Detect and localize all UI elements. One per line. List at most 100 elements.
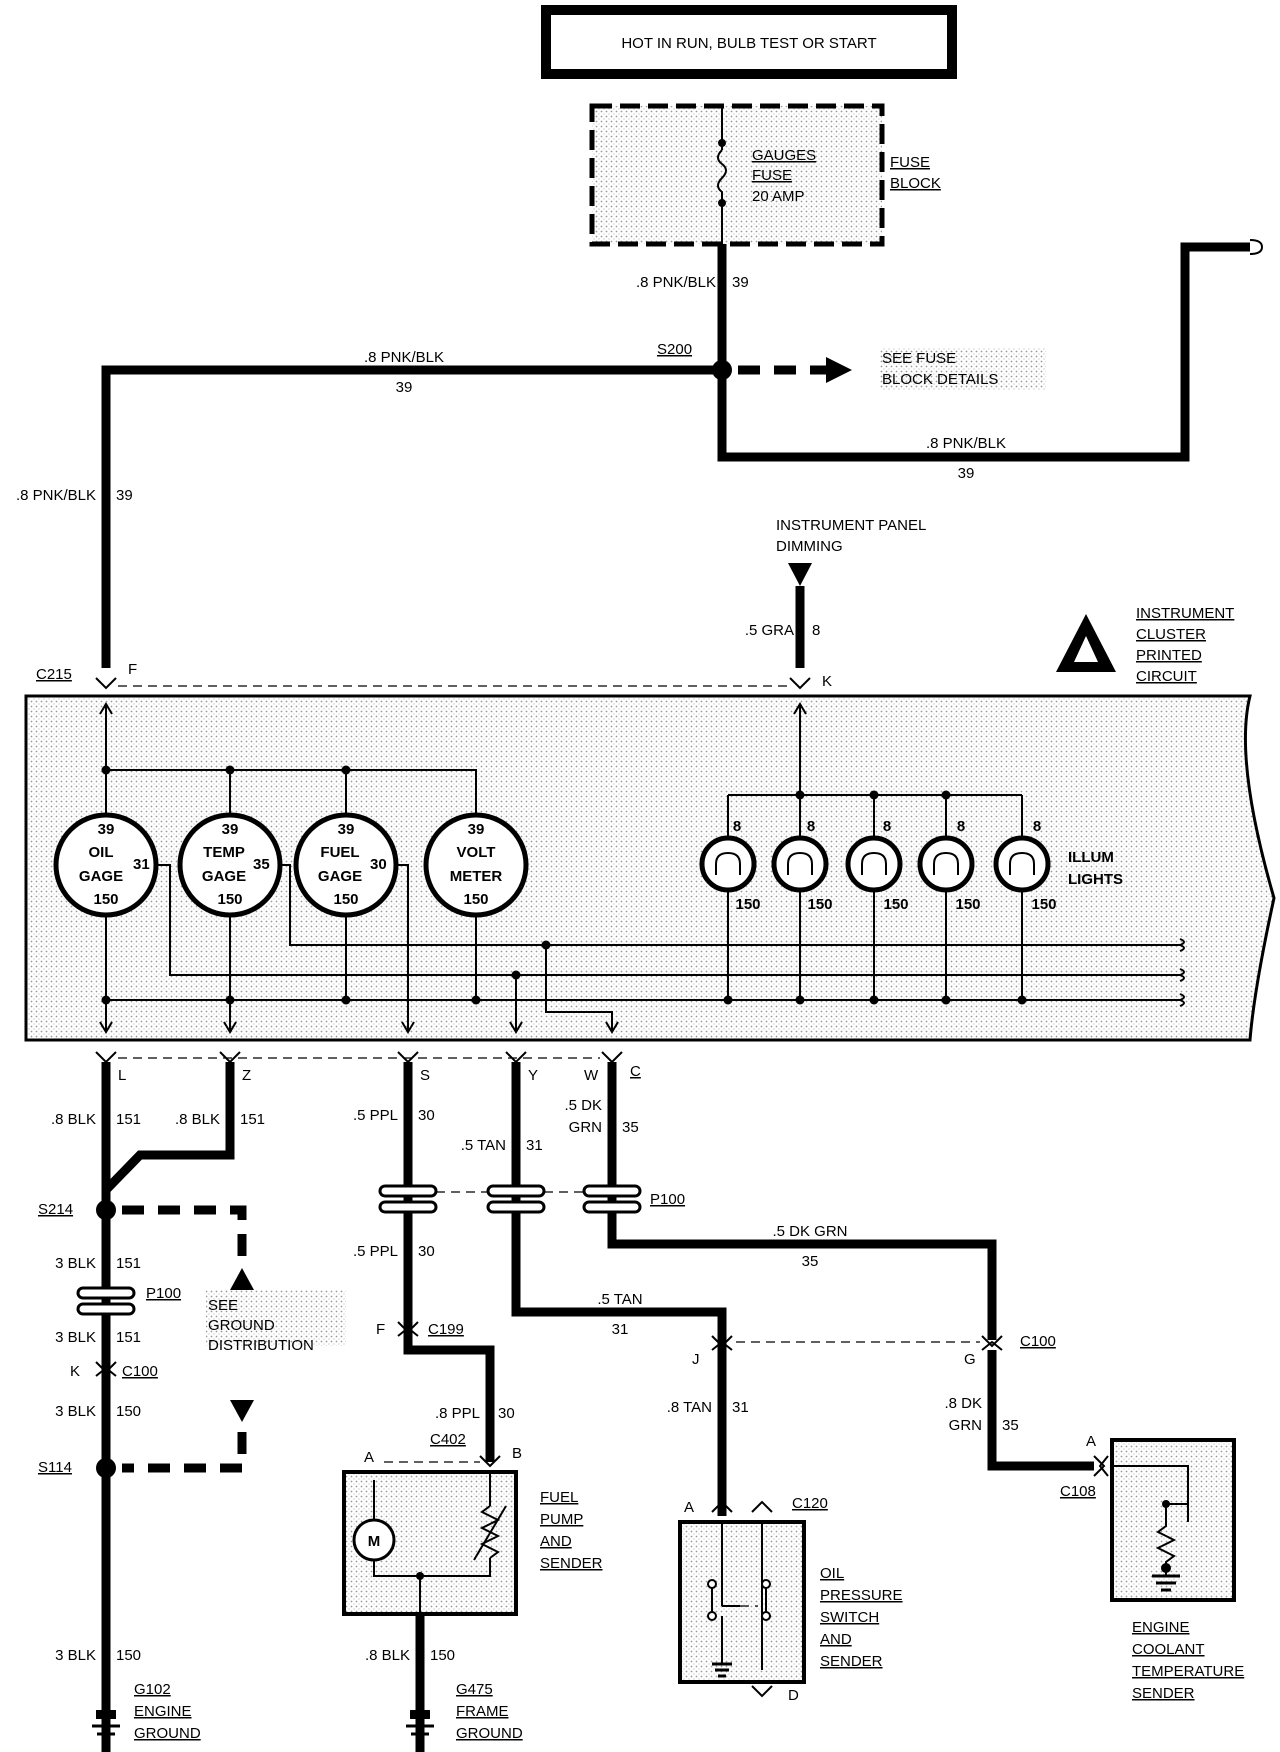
oil-pressure-switch bbox=[678, 1520, 806, 1684]
pin-y: Y bbox=[528, 1067, 538, 1084]
illum-lights-label-2: LIGHTS bbox=[1068, 871, 1123, 888]
c100-pin-k: K bbox=[70, 1363, 80, 1380]
svg-text:39: 39 bbox=[468, 821, 485, 838]
circuit-31-b: 31 bbox=[612, 1321, 629, 1338]
wire-tan-31-b: .5 TAN bbox=[597, 1291, 642, 1308]
oil-switch-label-3: SWITCH bbox=[820, 1609, 879, 1626]
wire-ppl-30-b: .5 PPL bbox=[353, 1243, 398, 1260]
circuit-39-fuse: 39 bbox=[732, 274, 749, 291]
splice-s114 bbox=[96, 1458, 116, 1478]
illum-lamp-4: 8 150 bbox=[917, 818, 981, 1000]
svg-text:39: 39 bbox=[338, 821, 355, 838]
wire-dk-grn-35-line2: GRN bbox=[569, 1119, 602, 1136]
esd-warning: INSTRUMENT CLUSTER PRINTED CIRCUIT bbox=[1056, 605, 1234, 685]
bulb-icon bbox=[861, 851, 887, 875]
svg-text:150: 150 bbox=[463, 891, 488, 908]
c100-right-label: C100 bbox=[1020, 1333, 1056, 1350]
motor-icon bbox=[352, 1518, 396, 1562]
wire-dk-grn-35-line1: .5 DK bbox=[564, 1097, 602, 1114]
p100-right-label: P100 bbox=[650, 1191, 685, 1208]
bulb-icon bbox=[1009, 851, 1035, 875]
dimming-label-2: DIMMING bbox=[776, 538, 843, 555]
g475-label-2: FRAME bbox=[456, 1703, 509, 1720]
fuse-block-label-1: FUSE bbox=[890, 154, 930, 171]
circuit-150-fuel: 150 bbox=[430, 1647, 455, 1664]
wire-tan-31-a: .5 TAN bbox=[461, 1137, 506, 1154]
wire-3blk-150-b: 3 BLK bbox=[55, 1647, 96, 1664]
arrow-right-icon bbox=[826, 357, 852, 383]
arrow-up-icon bbox=[230, 1268, 254, 1290]
wire-3blk-151-a: 3 BLK bbox=[55, 1255, 96, 1272]
wire-ppl-30-a: .5 PPL bbox=[353, 1107, 398, 1124]
ect-label-4: SENDER bbox=[1132, 1685, 1195, 1702]
ground-g475: G475 FRAME GROUND bbox=[406, 1681, 523, 1744]
cluster-bottom-connector: L Z S Y W C bbox=[95, 1051, 641, 1084]
c199-pin-f: F bbox=[376, 1321, 385, 1338]
cluster-title-1: INSTRUMENT bbox=[1136, 605, 1234, 622]
circuit-150-b: 150 bbox=[116, 1647, 141, 1664]
svg-text:8: 8 bbox=[957, 818, 965, 835]
illum-lamp-1: 8 150 bbox=[699, 818, 761, 1000]
c402-pin-b: B bbox=[512, 1445, 522, 1462]
svg-text:150: 150 bbox=[883, 896, 908, 913]
svg-text:8: 8 bbox=[883, 818, 891, 835]
cluster-title-4: CIRCUIT bbox=[1136, 668, 1197, 685]
svg-text:150: 150 bbox=[217, 891, 242, 908]
oil-switch-label-1: OIL bbox=[820, 1565, 844, 1582]
pin-w: W bbox=[584, 1067, 599, 1084]
svg-text:150: 150 bbox=[1031, 896, 1056, 913]
wire-3blk-150-a: 3 BLK bbox=[55, 1403, 96, 1420]
connector-c215-label: C215 bbox=[36, 666, 72, 683]
power-source-header: HOT IN RUN, BULB TEST OR START bbox=[541, 5, 957, 79]
connector-p100-left: P100 bbox=[76, 1285, 181, 1316]
fuse-block-details-note-2: BLOCK DETAILS bbox=[882, 371, 998, 388]
cluster-title-2: CLUSTER bbox=[1136, 626, 1206, 643]
wire-pnk-blk-right: .8 PNK/BLK bbox=[926, 435, 1006, 452]
connector-p100-ect: P100 bbox=[582, 1184, 685, 1214]
arrow-down-icon bbox=[788, 563, 812, 586]
fuel-sender-circuit: .5 PPL 30 .5 PPL 30 F C199 .8 PPL 30 C40… bbox=[342, 1062, 603, 1752]
c120-pin-a: A bbox=[684, 1499, 694, 1516]
wire-dk-grn-35-b: .5 DK GRN bbox=[772, 1223, 847, 1240]
g102-label: G102 bbox=[134, 1681, 171, 1698]
svg-text:31: 31 bbox=[133, 856, 150, 873]
c100-left-label: C100 bbox=[122, 1363, 158, 1380]
wire-dk-grn-35-c-line1: .8 DK bbox=[944, 1395, 982, 1412]
svg-text:VOLT: VOLT bbox=[457, 844, 496, 861]
pin-f-label: F bbox=[128, 661, 137, 678]
c108-pin-a: A bbox=[1086, 1433, 1096, 1450]
wire-blk-150-fuel: .8 BLK bbox=[365, 1647, 410, 1664]
fuse-icon bbox=[717, 149, 727, 200]
svg-text:30: 30 bbox=[370, 856, 387, 873]
circuit-30-c: 30 bbox=[498, 1405, 515, 1422]
svg-text:FUEL: FUEL bbox=[320, 844, 359, 861]
c100-pin-g: G bbox=[964, 1351, 976, 1368]
c108-label: C108 bbox=[1060, 1483, 1096, 1500]
pin-c: C bbox=[630, 1063, 641, 1080]
svg-text:35: 35 bbox=[253, 856, 270, 873]
circuit-39-left: 39 bbox=[116, 487, 133, 504]
fuel-gage: 39 FUEL GAGE 30 150 bbox=[293, 812, 399, 918]
svg-text:39: 39 bbox=[98, 821, 115, 838]
fuse-block-details-note-1: SEE FUSE bbox=[882, 350, 956, 367]
circuit-30-b: 30 bbox=[418, 1243, 435, 1260]
svg-text:150: 150 bbox=[735, 896, 760, 913]
circuit-8: 8 bbox=[812, 622, 820, 639]
wire-tan-31-c: .8 TAN bbox=[667, 1399, 712, 1416]
volt-meter: 39 VOLT METER 150 bbox=[423, 812, 529, 918]
ect-label-2: COOLANT bbox=[1132, 1641, 1205, 1658]
pin-s: S bbox=[420, 1067, 430, 1084]
oil-gage: 39 OIL GAGE 31 150 bbox=[53, 812, 159, 918]
wire-dk-grn-35-c-line2: GRN bbox=[949, 1417, 982, 1434]
wire-pnk-blk-top: .8 PNK/BLK bbox=[364, 349, 444, 366]
g102-label-3: GROUND bbox=[134, 1725, 201, 1742]
wire-pnk-blk-fuse: .8 PNK/BLK bbox=[636, 274, 716, 291]
ground-dist-note-3: DISTRIBUTION bbox=[208, 1337, 314, 1354]
bulb-icon bbox=[787, 851, 813, 875]
wire-pnk-blk-left: .8 PNK/BLK bbox=[16, 487, 96, 504]
circuit-39-top: 39 bbox=[396, 379, 413, 396]
svg-text:39: 39 bbox=[222, 821, 239, 838]
circuit-35-c: 35 bbox=[1002, 1417, 1019, 1434]
wire-3blk-151-b: 3 BLK bbox=[55, 1329, 96, 1346]
circuit-35-a: 35 bbox=[622, 1119, 639, 1136]
